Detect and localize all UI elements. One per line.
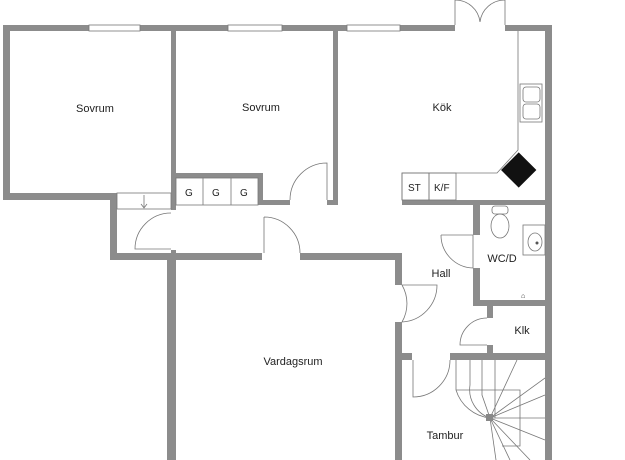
wardrobe-label: G [185, 188, 193, 199]
wardrobe-label: G [212, 188, 220, 199]
room-label-kitchen: Kök [433, 102, 452, 114]
stove-label: ST [408, 183, 421, 194]
wardrobe-units: G G G [116, 177, 259, 210]
wc-door [440, 234, 474, 269]
room-label-hall: Hall [432, 268, 451, 280]
room-label-entrance: Tambur [427, 430, 464, 442]
floor-drain-icon: ⌂ [521, 293, 525, 300]
wardrobe-label: G [240, 188, 248, 199]
living-door [263, 216, 301, 254]
room-label-wc: WC/D [487, 253, 516, 265]
arrow-icon [140, 195, 148, 209]
balcony-door [454, 0, 506, 25]
staircase [455, 359, 546, 460]
sink-icon [519, 83, 543, 123]
room-label-bedroom2: Sovrum [242, 102, 280, 114]
hall-door [401, 284, 438, 323]
washbasin-icon [522, 224, 546, 256]
room-label-closet: Klk [514, 325, 530, 337]
tambur-door [412, 359, 451, 398]
fridge-label: K/F [434, 183, 450, 194]
walls [3, 25, 552, 460]
toilet-icon [490, 205, 510, 239]
bedroom2-door [289, 162, 328, 201]
kitchen-counter: ST K/F [401, 31, 543, 201]
stove-top-icon [501, 152, 537, 188]
klk-door [459, 317, 488, 346]
bathroom-fixtures: ⌂ [490, 205, 546, 300]
bedroom1-door [134, 212, 172, 250]
windows [88, 24, 401, 32]
doors [134, 0, 506, 398]
room-labels: Sovrum Sovrum Kök Hall WC/D Klk Vardagsr… [76, 102, 530, 442]
room-label-bedroom1: Sovrum [76, 103, 114, 115]
room-label-living: Vardagsrum [263, 356, 322, 368]
